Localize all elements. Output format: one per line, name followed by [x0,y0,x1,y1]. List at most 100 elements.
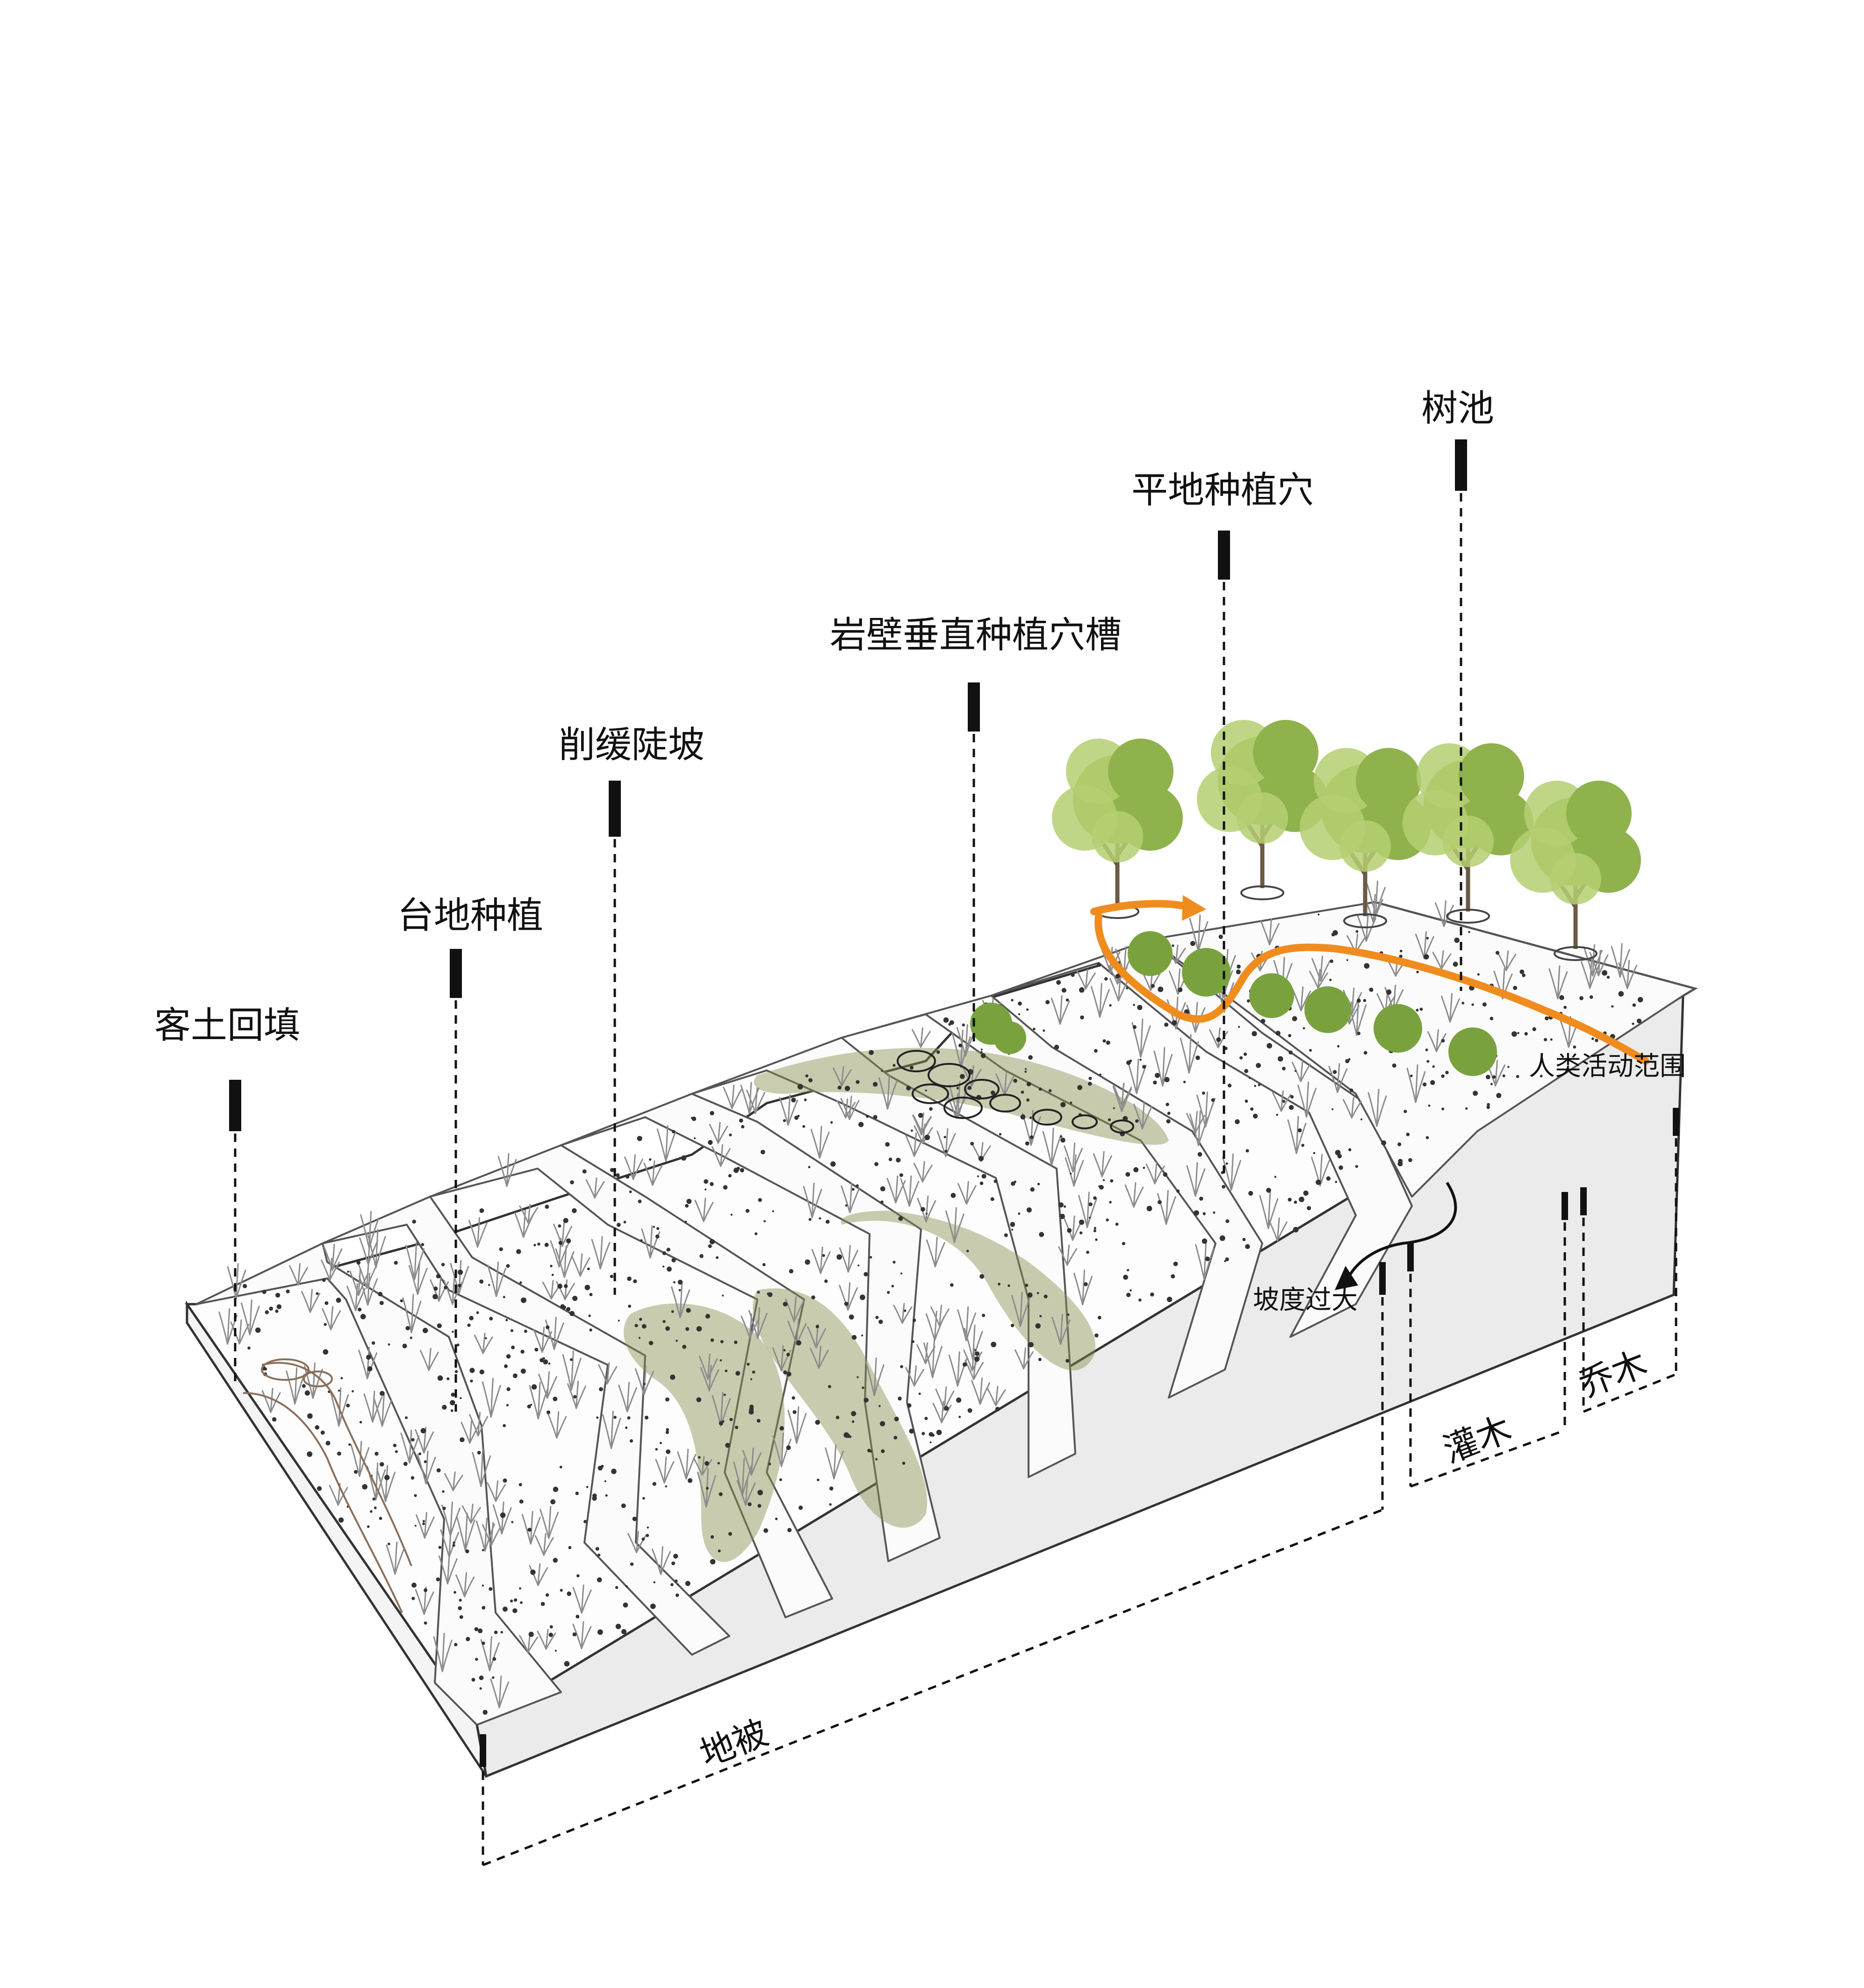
label-human-activity: 人类活动范围 [1529,1051,1686,1082]
soil-speckle [891,1285,894,1288]
grass-tuft [475,1517,495,1552]
soil-speckle [1205,1256,1210,1262]
soil-speckle [665,1397,669,1402]
soil-speckle [1482,1002,1487,1007]
grass-tuft [456,1512,475,1551]
grass-tuft [1133,1101,1152,1130]
soil-speckle [1238,1026,1240,1028]
rock-cluster [897,1050,1134,1134]
soil-speckle [907,1403,912,1408]
grass-tuft [905,1365,925,1387]
soil-speckle [1197,1152,1202,1157]
soil-speckle [1422,1082,1427,1087]
soil-speckle [1153,1080,1157,1085]
grass-tuft [415,1512,435,1539]
soil-speckle [1020,1114,1026,1120]
soil-speckle [1126,987,1129,990]
soil-speckle [1094,1227,1096,1230]
soil-speckle [1172,944,1174,947]
soil-speckle [750,1378,752,1380]
soil-speckle [655,1234,660,1239]
soil-speckle [492,1676,495,1679]
grass-tuft [529,1382,548,1420]
soil-speckle [597,1629,603,1635]
soil-speckle [991,1342,997,1348]
grass-tuft [408,1262,428,1295]
soil-speckle [542,1357,545,1360]
shrubs [970,931,1497,1076]
soil-speckle [1130,1289,1132,1292]
soil-speckle [734,1340,738,1344]
soil-speckle [670,1583,674,1586]
soil-speckle [1313,1152,1316,1155]
soil-speckle [1428,1104,1431,1107]
soil-speckle [880,1186,885,1191]
soil-speckle [874,1162,878,1166]
soil-speckle [789,1269,793,1274]
soil-speckle [1355,1165,1358,1168]
soil-speckle [572,1296,578,1301]
soil-speckle [374,1451,379,1456]
soil-speckle [797,1114,800,1117]
soil-speckle [1602,970,1607,976]
soil-speckle [1025,1068,1027,1070]
soil-speckle [1445,1070,1449,1075]
soil-speckle [1219,1235,1225,1241]
soil-speckle [626,1175,630,1179]
soil-speckle [900,1365,903,1368]
soil-speckle [1167,1112,1171,1115]
soil-speckle [1468,931,1470,933]
soil-speckle [665,1430,669,1434]
soil-speckle [576,1574,580,1578]
soil-speckle [936,1429,942,1435]
soil-speckle [1035,1323,1041,1329]
grass-tuft [1328,1063,1348,1093]
grass-tuft [811,1247,831,1274]
grass-tuft [926,1236,945,1268]
soil-speckle [828,1385,831,1388]
soil-speckle [787,1528,792,1533]
soil-speckle [967,1085,972,1090]
soil-speckle [262,1290,266,1294]
soil-speckle [729,1133,732,1137]
soil-speckle [888,1157,892,1162]
grass-tuft [736,1478,756,1506]
soil-speckle [719,1421,723,1426]
soil-speckle [625,1585,628,1588]
soil-speckle [639,1318,642,1321]
soil-speckle [1139,1058,1142,1061]
grass-tuft [948,1351,968,1387]
soil-speckle [1235,1119,1240,1125]
grass-tuft [655,1456,675,1484]
soil-speckle [628,1305,632,1308]
soil-speckle [730,1213,733,1216]
soil-speckle [597,1577,602,1583]
soil-speckle [503,1478,507,1483]
soil-speckle [995,1407,1000,1412]
soil-speckle [518,1483,522,1486]
soil-speckle [627,1276,632,1281]
soil-speckle [1194,1210,1199,1216]
soil-speckle [666,1428,669,1431]
soil-speckle [475,1658,478,1661]
soil-speckle [698,1456,701,1459]
soil-speckle [506,1354,511,1359]
soil-speckle [1213,1211,1216,1214]
soil-speckle [629,1190,632,1193]
soil-speckle [562,1306,566,1309]
soil-speckle [338,1389,340,1392]
soil-speckle [484,1337,487,1340]
soil-speckle [786,1371,792,1377]
soil-speckle [1026,1098,1029,1102]
soil-speckle [740,1168,744,1173]
soil-speckle [685,1204,689,1208]
soil-speckle [1216,1037,1221,1042]
soil-speckle [1157,1200,1162,1205]
soil-speckle [666,1248,670,1252]
soil-speckle [512,1373,518,1378]
soil-speckle [388,1543,390,1545]
soil-speckle [1256,1063,1261,1068]
grass-tuft [602,1411,621,1450]
soil-speckle [1126,1292,1131,1297]
soil-speckle [725,1443,730,1448]
